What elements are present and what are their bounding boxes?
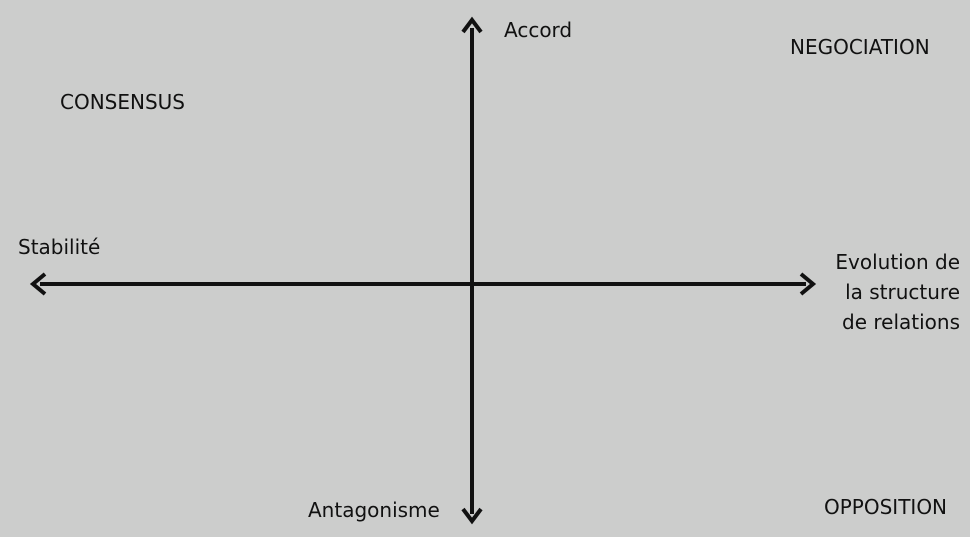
axis-label-stabilite: Stabilité	[18, 235, 101, 259]
arrowhead-left	[29, 272, 47, 296]
arrowhead-up	[461, 16, 483, 34]
axis-label-evolution-line-1: Evolution de	[835, 250, 960, 274]
quadrant-label-opposition: OPPOSITION	[824, 495, 948, 519]
axis-label-evolution-line-3: de relations	[842, 310, 960, 334]
arrowhead-down	[461, 507, 483, 525]
quadrant-label-negociation: NEGOCIATION	[790, 35, 930, 59]
axis-label-evolution: Evolution de la structure de relations	[835, 247, 960, 337]
axis-label-antagonisme: Antagonisme	[308, 498, 440, 522]
quadrant-label-consensus: CONSENSUS	[60, 90, 185, 114]
arrowhead-right	[799, 272, 817, 296]
axis-label-evolution-line-2: la structure	[845, 280, 960, 304]
axis-label-accord: Accord	[504, 18, 573, 42]
